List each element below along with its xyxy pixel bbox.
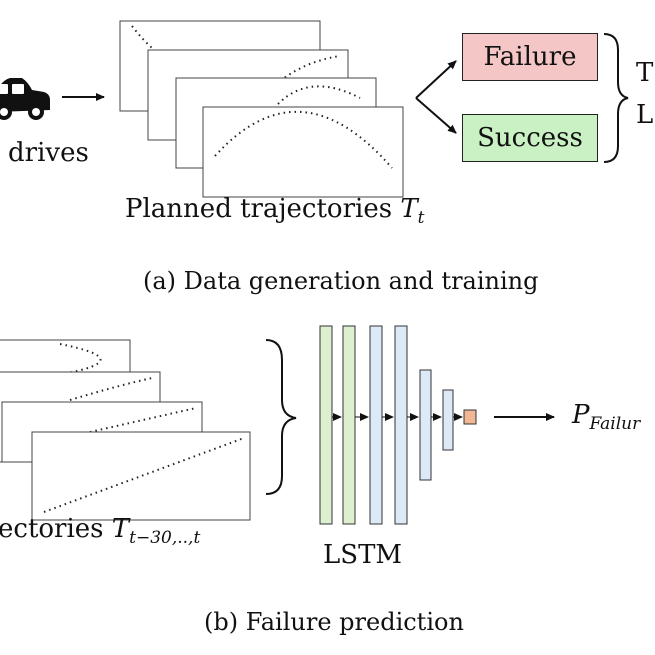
output-node	[463, 409, 477, 425]
dense-layer-3	[419, 369, 432, 481]
success-box: Success	[462, 114, 598, 162]
planned-trajectories-label: Planned trajectories Tt	[125, 194, 425, 228]
caption-a: (a) Data generation and training	[143, 267, 539, 295]
lstm-layer-1	[319, 325, 333, 525]
outcome-brace	[603, 33, 629, 163]
input-brace	[265, 339, 297, 495]
lstm-network	[319, 325, 477, 525]
trajectory-plot-4	[202, 106, 404, 198]
dense-layer-4	[442, 389, 454, 451]
car-icon	[0, 78, 50, 120]
dense-layer-1	[369, 325, 383, 525]
failure-probability-label: PFailur	[572, 400, 641, 434]
arrow-to-failure	[415, 60, 457, 99]
failure-box: Failure	[462, 33, 598, 81]
history-trajectories-label: ectories Tt−30,..,t	[0, 514, 201, 548]
lstm-layer-2	[342, 325, 356, 525]
history-plot-4	[31, 431, 251, 521]
lstm-label: LSTM	[323, 540, 403, 570]
right-cut-text-1: T	[636, 58, 654, 88]
failure-label: Failure	[483, 42, 577, 72]
dense-layer-2	[394, 325, 408, 525]
caption-b: (b) Failure prediction	[204, 608, 464, 636]
arrow-to-success	[415, 97, 457, 134]
right-cut-text-2: L	[636, 100, 654, 130]
car-label: drives	[8, 138, 89, 168]
success-label: Success	[477, 123, 583, 153]
